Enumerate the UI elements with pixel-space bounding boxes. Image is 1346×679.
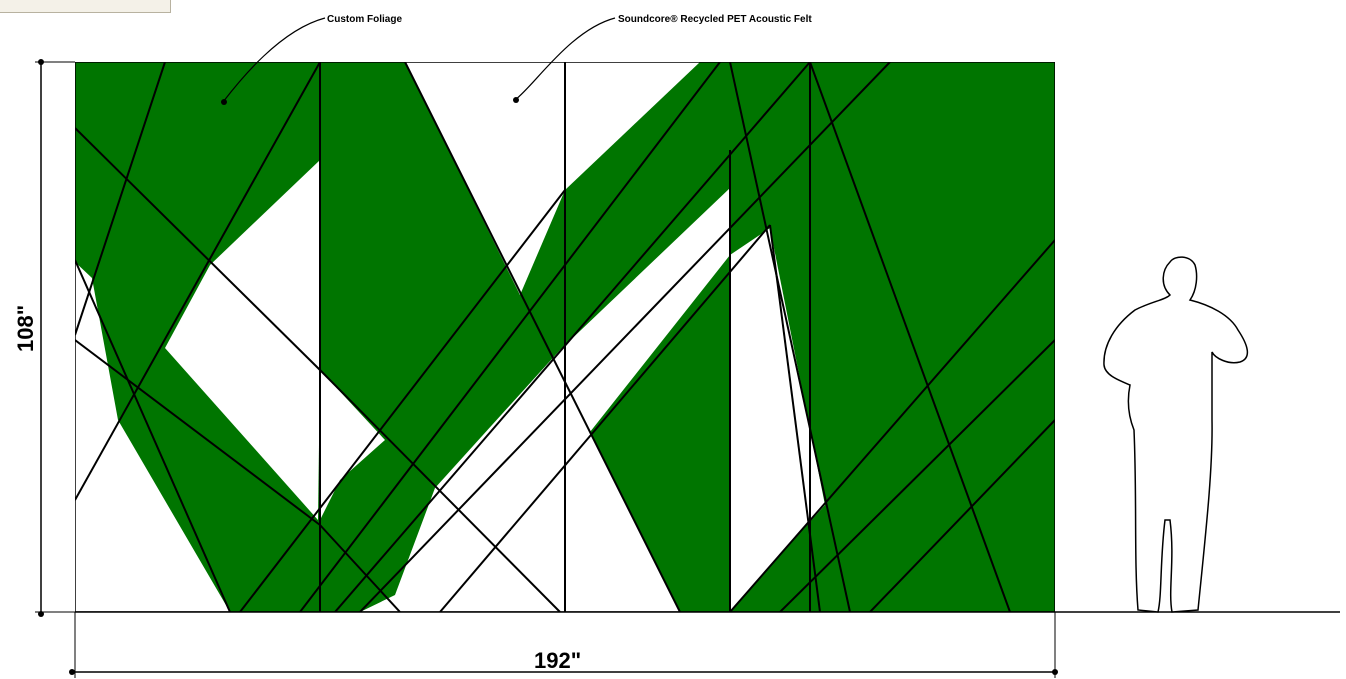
callout-foliage-label: Custom Foliage	[327, 14, 402, 25]
callout-felt: Soundcore® Recycled PET Acoustic Felt	[513, 14, 812, 103]
width-dimension: 192"	[69, 612, 1058, 678]
callout-felt-label: Soundcore® Recycled PET Acoustic Felt	[618, 14, 812, 25]
width-label: 192"	[534, 648, 581, 673]
felt-region	[320, 370, 385, 520]
diagonal-lines	[75, 62, 1055, 612]
height-dimension: 108"	[13, 59, 75, 617]
wall-panel	[75, 62, 1055, 612]
felt-region	[360, 188, 730, 612]
felt-region	[75, 262, 230, 612]
human-silhouette	[1103, 256, 1249, 613]
felt-region	[405, 62, 565, 295]
felt-region	[165, 160, 320, 520]
height-label: 108"	[13, 305, 38, 352]
felt-region	[730, 228, 825, 612]
felt-region	[565, 62, 700, 190]
corner-tab	[0, 0, 171, 13]
callout-foliage: Custom Foliage	[221, 14, 402, 105]
